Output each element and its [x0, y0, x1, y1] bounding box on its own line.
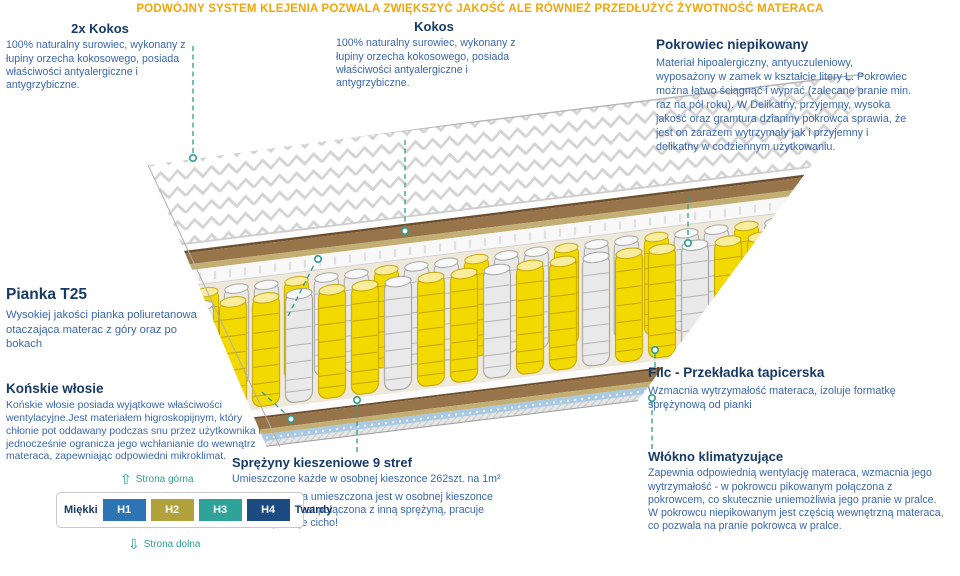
bottom-side-label: Strona dolna: [143, 538, 201, 550]
scale-soft-label: Miękki: [64, 504, 98, 516]
annotation-text: Umieszczone każde w osobnej kieszonce 26…: [232, 473, 501, 486]
top-side-label: Strona górna: [135, 473, 194, 485]
annotation-text: Wzmacnia wytrzymałość materaca, izoluje …: [648, 384, 896, 411]
annotation-text: 100% naturalny surowiec, wykonany z łupi…: [6, 39, 186, 92]
annotation-2x-kokos: 2x Kokos 100% naturalny surowiec, wykona…: [6, 21, 194, 93]
firmness-level-h1: H1: [102, 499, 146, 521]
arrow-up-icon: ⇧: [120, 471, 132, 487]
annotation-konskie-wlosie: Końskie włosie Końskie włosie posiada wy…: [6, 381, 274, 464]
annotation-text: Zapewnia odpowiednią wentylację materaca…: [648, 467, 944, 533]
annotation-pokrowiec: Pokrowiec niepikowany Materiał hipoalerg…: [656, 37, 912, 154]
annotation-wlokno: Włókno klimatyzujące Zapewnia odpowiedni…: [648, 449, 944, 533]
firmness-scale: Miękki H1 H2 H3 H4 Twardy: [56, 492, 332, 528]
arrow-down-icon: ⇩: [128, 536, 140, 552]
headline: PODWÓJNY SYSTEM KLEJENIA POZWALA ZWIĘKSZ…: [136, 3, 824, 15]
annotation-kokos: Kokos 100% naturalny surowiec, wykonany …: [336, 19, 532, 91]
firmness-level-h3: H3: [198, 499, 242, 521]
annotation-text: Końskie włosie posiada wyjątkowe właściw…: [6, 399, 261, 463]
annotation-title: Włókno klimatyzujące: [648, 449, 784, 464]
annotation-title: Sprężyny kieszeniowe 9 stref: [232, 455, 412, 470]
firmness-level-h4: H4: [246, 499, 290, 521]
annotation-title: Końskie włosie: [6, 381, 104, 396]
annotation-title: Filc - Przekładka tapicerska: [648, 365, 825, 380]
annotation-text: 100% naturalny surowiec, wykonany z łupi…: [336, 37, 516, 90]
annotation-title: Pokrowiec niepikowany: [656, 37, 809, 52]
firmness-level-h2: H2: [150, 499, 194, 521]
bottom-side-note: ⇩ Strona dolna: [128, 537, 200, 551]
top-side-note: ⇧ Strona górna: [120, 472, 194, 486]
annotation-filc: Filc - Przekładka tapicerska Wzmacnia wy…: [648, 365, 898, 412]
kokos-layer: [148, 169, 863, 271]
horsehair-layer: [148, 180, 863, 277]
annotation-pianka-t25: Pianka T25 Wysokiej jakości pianka poliu…: [6, 286, 206, 352]
mattress-illustration: [147, 72, 863, 463]
annotation-title: Pianka T25: [6, 286, 87, 303]
scale-hard-label: Twardy: [294, 504, 333, 516]
annotation-text: Wysokiej jakości pianka poliuretanowa ot…: [6, 309, 197, 351]
annotation-text: Materiał hipoalergiczny, antyuczuleniowy…: [656, 56, 912, 154]
annotation-title: Kokos: [414, 19, 454, 34]
annotation-title: 2x Kokos: [71, 21, 129, 36]
